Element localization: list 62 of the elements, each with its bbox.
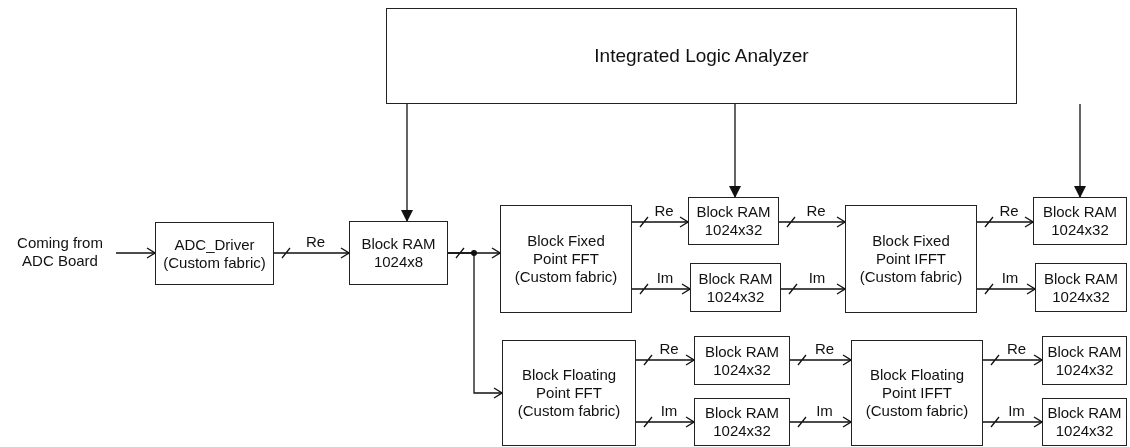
edge-label: Re: [658, 341, 680, 356]
box-text: Block Fixed Point IFFT (Custom fabric): [858, 232, 964, 286]
box-text: Block Fixed Point FFT (Custom fabric): [513, 232, 619, 286]
process-box: [690, 263, 781, 312]
edge-label: Im: [1007, 403, 1026, 418]
process-box: [349, 221, 448, 285]
arrow: [729, 103, 741, 198]
box-text: Block Floating Point IFFT (Custom fabric): [864, 366, 970, 420]
process-box: [1042, 336, 1127, 385]
edge-label: Im: [1000, 270, 1020, 285]
arrow: [982, 354, 1043, 366]
box-text: ADC_Driver (Custom fabric): [162, 235, 267, 272]
box-text: Block RAM 1024x8: [360, 235, 437, 271]
edge-label: Im: [655, 270, 675, 285]
arrow: [780, 283, 846, 295]
box-text: Block RAM 1024x32: [1041, 203, 1119, 239]
arrow: [447, 252, 503, 399]
process-box: [694, 398, 790, 446]
process-box: [1042, 398, 1127, 446]
arrow: [1074, 103, 1086, 198]
process-box: [845, 205, 977, 313]
edge-label: Re: [813, 341, 836, 356]
box-text: Block RAM 1024x32: [703, 404, 781, 440]
box-text: Block RAM 1024x32: [1046, 342, 1123, 379]
edge-label: Re: [805, 203, 827, 218]
process-box: [694, 336, 790, 385]
arrow: [635, 354, 695, 366]
edge-label: Im: [659, 403, 679, 418]
box-text: Integrated Logic Analyzer: [594, 44, 809, 68]
arrow: [273, 247, 350, 259]
process-box: [1035, 263, 1127, 312]
arrow: [631, 283, 691, 295]
arrow: [789, 354, 852, 366]
arrow: [976, 216, 1034, 228]
process-box: [155, 222, 274, 285]
process-box: [688, 197, 779, 245]
box-text: Block RAM 1024x32: [1042, 269, 1120, 306]
arrow: [976, 283, 1036, 295]
box-text: Block Floating Point FFT (Custom fabric): [516, 366, 622, 420]
arrow: [789, 416, 852, 428]
process-box: [1033, 197, 1127, 245]
edge-label: Im: [815, 403, 834, 418]
box-text: Block RAM 1024x32: [1046, 404, 1123, 440]
arrow: [115, 247, 156, 259]
box-text: Block RAM 1024x32: [695, 203, 772, 239]
process-box: [502, 340, 636, 446]
edge-label: Im: [807, 270, 827, 285]
arrow: [401, 103, 413, 222]
process-box: [500, 205, 632, 313]
arrow: [631, 216, 689, 228]
box-text: Block RAM 1024x32: [703, 342, 781, 379]
box-text: Coming from ADC Board: [16, 234, 104, 270]
edge-label: Re: [998, 203, 1020, 218]
arrow: [982, 416, 1043, 428]
edge-label: Re: [304, 234, 327, 249]
process-box: [851, 340, 983, 446]
process-box: [386, 8, 1017, 104]
arrow: [635, 416, 695, 428]
arrow: [778, 216, 846, 228]
box-text: Block RAM 1024x32: [697, 269, 774, 306]
edge-label: Re: [1005, 341, 1028, 356]
edge-label: Re: [653, 203, 675, 218]
